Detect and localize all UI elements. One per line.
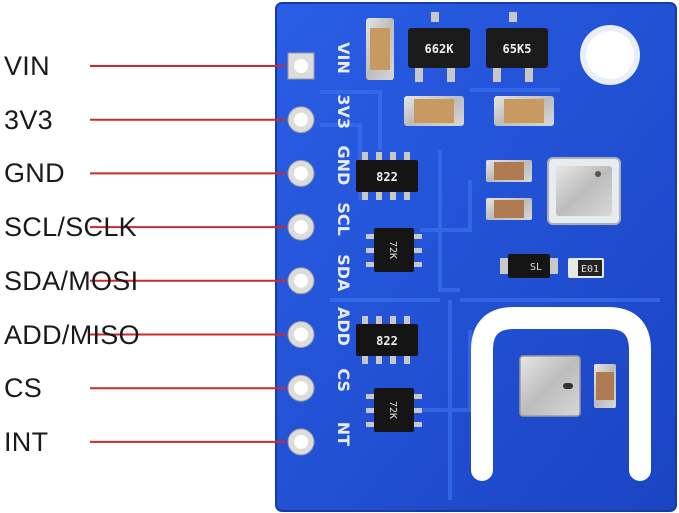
regulator-1-marking: 662K: [425, 42, 455, 56]
pcb-traces: [320, 88, 660, 500]
pin-label-6: CS: [4, 373, 43, 404]
silkscreen-label-5: ADD: [334, 307, 353, 346]
resistor-network-2-marking: 822: [376, 334, 398, 348]
resistor-3: [594, 364, 616, 408]
humidity-sensor: [519, 355, 581, 417]
ic-1-marking: 72K: [387, 241, 398, 259]
resistor-network-2: 822: [356, 316, 418, 364]
resistor-network-1: 822: [356, 152, 418, 200]
silkscreen-label-0: VIN: [334, 42, 353, 74]
diode: SL: [500, 254, 558, 278]
resistor-2: [486, 198, 532, 220]
regulator-chip-2: 65K5: [486, 12, 548, 82]
pin-label-4: SDA/MOSI: [4, 265, 139, 296]
ic-chip-1: 72K: [366, 228, 422, 272]
silkscreen-label-2: GND: [334, 145, 353, 185]
capacitor-1: [366, 18, 394, 80]
diode-marking: SL: [530, 262, 542, 273]
pin-label-0: VIN: [4, 51, 50, 81]
capacitor-3: [494, 96, 554, 126]
silkscreen-label-6: CS: [334, 368, 353, 392]
regulator-2-marking: 65K5: [503, 42, 532, 56]
ic-2-marking: 72K: [387, 401, 398, 419]
resistor-1: [486, 160, 532, 182]
header-pad-4: [287, 267, 315, 295]
sensor-cutout: [471, 307, 651, 481]
header-pad-3: [287, 213, 315, 241]
small-part-marking: E01: [581, 264, 599, 275]
pin-label-3: SCL/SCLK: [4, 212, 137, 243]
environmental-sensor: [547, 157, 621, 225]
capacitor-2: [404, 96, 464, 126]
regulator-chip-1: 662K: [408, 12, 470, 82]
pin-label-1: 3V3: [4, 104, 53, 135]
header-pad-5: [287, 321, 315, 348]
silkscreen-label-4: SDA: [334, 254, 353, 292]
header-pad-7: [287, 428, 315, 456]
ic-chip-2: 72K: [366, 388, 422, 432]
pin-label-7: INT: [4, 426, 49, 457]
pin-label-5: ADD/MISO: [4, 319, 140, 350]
small-component: E01: [568, 258, 604, 278]
header-pad-0: [287, 52, 315, 80]
resistor-network-1-marking: 822: [376, 170, 398, 184]
header-pad-1: [287, 106, 315, 134]
silkscreen-label-1: 3V3: [334, 94, 353, 129]
pin-label-2: GND: [4, 158, 65, 189]
silkscreen-label-7: NT: [334, 422, 353, 446]
silkscreen-label-3: SCL: [334, 202, 353, 235]
header-pad-6: [287, 374, 315, 402]
header-pad-2: [287, 159, 315, 187]
